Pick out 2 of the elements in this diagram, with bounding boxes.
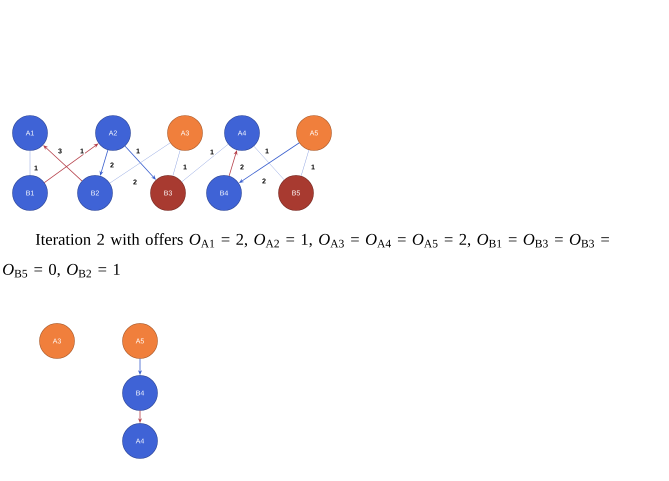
arrow [43,145,82,182]
caption: Iteration 2 with offers O$_{A1}$ = 2, O$_{A2}$ = 1, O$_{A3}$ = O$_{A4}$ = O$_{A5}$ = 2, O$_{B1}$ = O$_{B3}$ = O$_{B3}$ = O$_{B5}$ = 0, O$_{B2}$ = 1 [3,233,609,278]
